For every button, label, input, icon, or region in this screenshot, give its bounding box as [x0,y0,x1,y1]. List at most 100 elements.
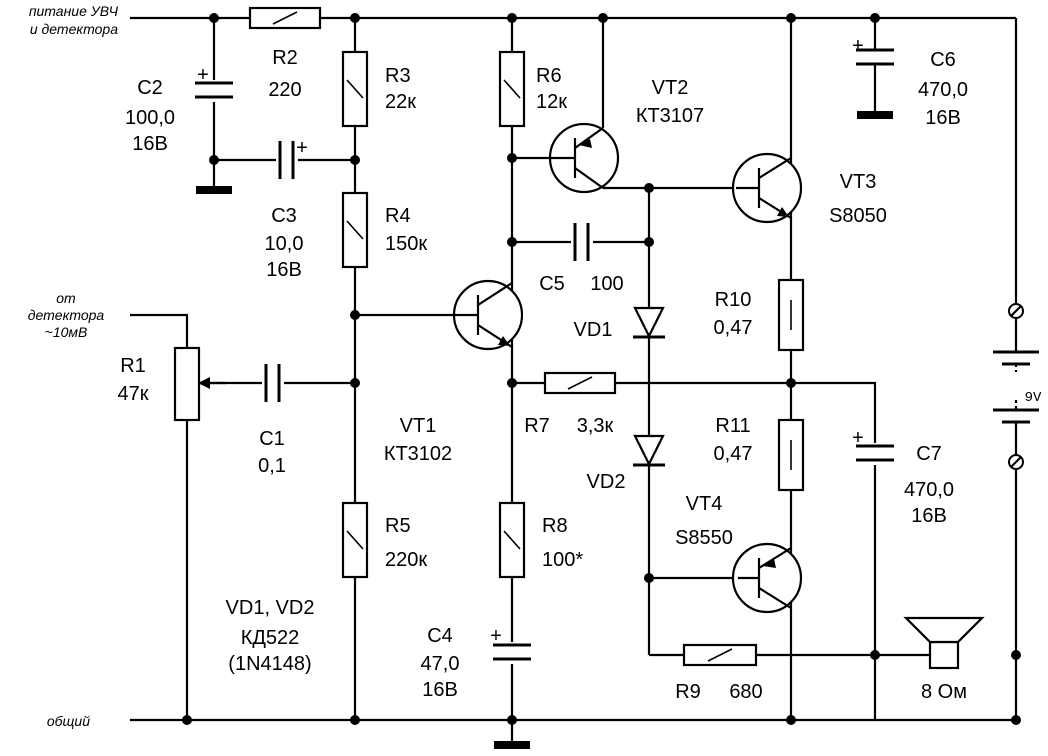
labels: питание УВЧ и детектора от детектора ~10… [28,3,1042,729]
c4-ref: C4 [427,625,453,647]
capacitor-c6 [856,48,894,70]
c5-ref: C5 [539,273,565,295]
vt1-ref: VT1 [400,415,437,437]
c6-ref: C6 [930,49,956,71]
speaker-label: 8 Ом [921,681,967,703]
vt4-ref: VT4 [686,493,723,515]
speaker [903,616,985,670]
c3-ref: C3 [271,205,297,227]
capacitor-c2 [195,80,233,102]
c2-value: 100,0 [125,107,175,129]
resistor-r5 [341,501,369,579]
vt2-type: КТ3107 [636,105,704,127]
c6-plus: + [852,35,864,57]
r7-ref: R7 [524,415,550,437]
c2-ref: C2 [137,77,163,99]
resistor-r11 [777,418,805,492]
diodes-note-1: VD1, VD2 [226,597,315,619]
resistor-r7 [543,371,617,395]
supply-label-1: питание УВЧ [29,3,119,19]
c7-ref: C7 [916,443,942,465]
resistor-r3 [341,50,369,128]
c4-voltage: 16В [422,679,458,701]
c4-plus: + [490,625,502,647]
diodes-note-2: КД522 [241,627,300,649]
vt3-type: S8050 [829,205,887,227]
c3-plus: + [296,137,308,159]
c5-value: 100 [590,273,623,295]
r6-ref: R6 [536,65,562,87]
transistor-vt2 [548,122,620,194]
battery [993,303,1039,470]
c1-value: 0,1 [258,455,286,477]
battery-label: 9V [1025,390,1042,406]
capacitor-c7 [856,443,894,465]
c4-value: 47,0 [421,653,460,675]
diode-vd1 [633,306,665,339]
vd2-ref: VD2 [587,471,626,493]
c6-value: 470,0 [918,79,968,101]
diodes [633,306,665,467]
vd1-ref: VD1 [574,319,613,341]
input-label-1: от [56,290,76,306]
c2-plus: + [197,64,209,86]
r6-value: 12к [536,91,567,113]
c3-voltage: 16В [266,259,302,281]
c2-voltage: 16В [132,133,168,155]
capacitor-c1 [262,364,284,402]
r8-ref: R8 [542,515,568,537]
r3-ref: R3 [385,65,411,87]
potentiometer-r1 [173,346,226,422]
c7-value: 470,0 [904,479,954,501]
r4-value: 150к [385,233,427,255]
r11-value: 0,47 [714,443,753,465]
r9-ref: R9 [675,681,701,703]
resistor-r8 [498,501,526,579]
c7-voltage: 16В [911,505,947,527]
transistor-vt1 [452,279,524,351]
transistor-vt4 [731,542,803,614]
r1-value: 47к [118,383,149,405]
vt1-type: КТ3102 [384,443,452,465]
capacitor-c3 [276,141,298,179]
input-label-2: детектора [28,307,105,323]
r8-value: 100* [542,549,583,571]
c3-value: 10,0 [265,233,304,255]
transistors [452,122,803,614]
resistors [173,6,805,667]
r4-ref: R4 [385,205,411,227]
capacitors [195,48,894,664]
resistor-r9 [682,643,758,667]
r10-value: 0,47 [714,317,753,339]
resistor-r6 [498,50,526,128]
vt4-type: S8550 [675,527,733,549]
r10-ref: R10 [715,289,752,311]
resistor-r10 [777,278,805,352]
common-label: общий [47,713,90,729]
r2-ref: R2 [272,47,298,69]
resistor-r4 [341,191,369,269]
capacitor-c5 [571,223,593,261]
vt3-ref: VT3 [840,171,877,193]
supply-label-2: и детектора [30,21,118,37]
transistor-vt3 [731,152,803,224]
r5-value: 220к [385,549,427,571]
junction-dots [182,13,1021,725]
diode-vd2 [633,434,665,467]
diodes-note-3: (1N4148) [228,653,311,675]
r9-value: 680 [729,681,762,703]
input-label-3: ~10мВ [45,324,88,340]
r2-value: 220 [268,79,301,101]
r1-ref: R1 [120,355,146,377]
c6-voltage: 16В [925,107,961,129]
c7-plus: + [852,427,864,449]
r3-value: 22к [385,91,416,113]
resistor-r2 [248,6,322,30]
r5-ref: R5 [385,515,411,537]
capacitor-c4 [493,642,531,664]
c1-ref: C1 [259,428,285,450]
r7-value: 3,3к [577,415,614,437]
vt2-ref: VT2 [652,77,689,99]
r11-ref: R11 [715,415,750,437]
